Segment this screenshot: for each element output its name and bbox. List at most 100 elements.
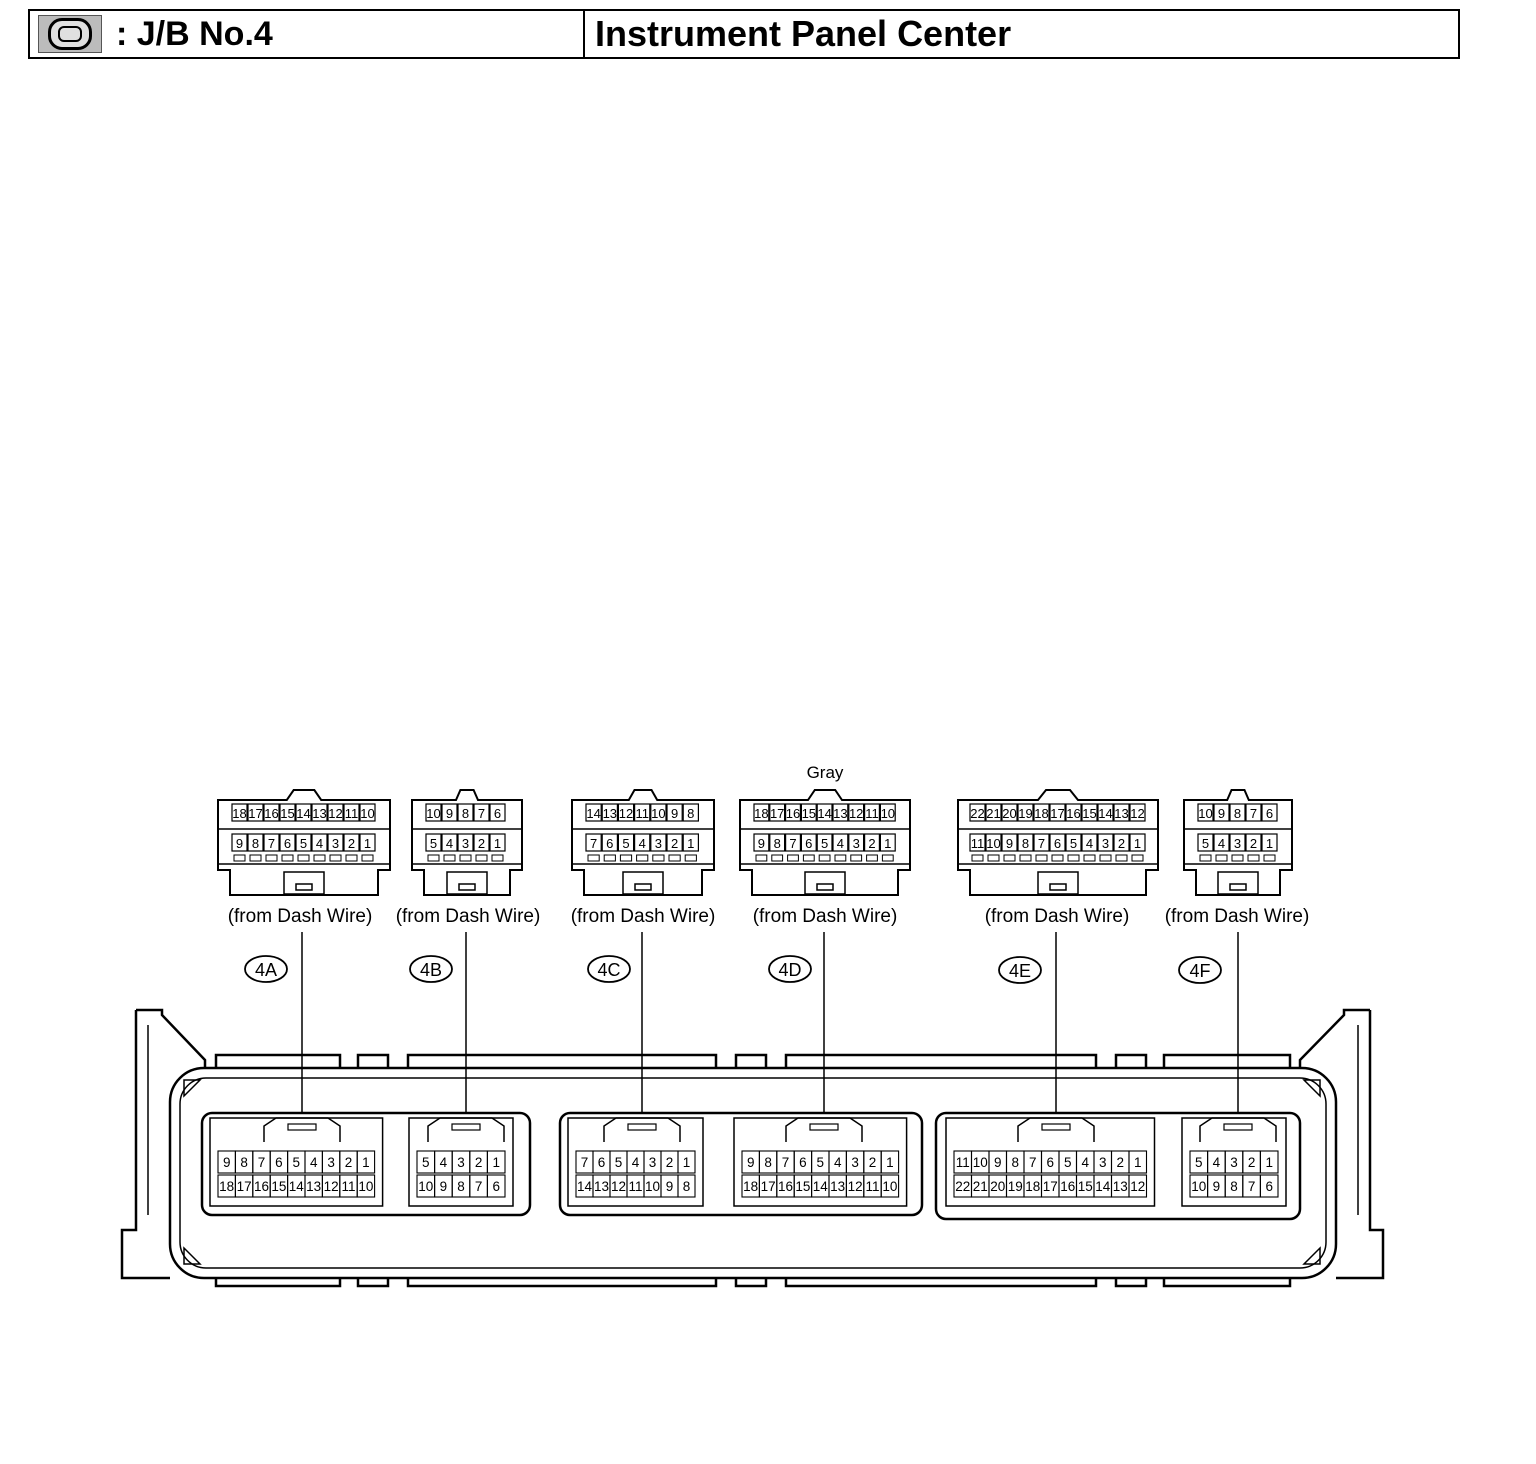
pin-cell <box>832 833 849 852</box>
terminal-slot <box>850 854 863 862</box>
pin-number: 4 <box>639 836 646 851</box>
socket-pin-number: 4 <box>834 1155 842 1170</box>
terminal-slot <box>459 854 472 862</box>
socket-pin-number: 1 <box>1265 1155 1273 1170</box>
pin-number: 6 <box>494 806 501 821</box>
pin-number: 3 <box>462 836 469 851</box>
socket-pin-number: 3 <box>649 1155 657 1170</box>
pin-cell <box>1001 833 1018 852</box>
connector-id-4b: 4B <box>409 955 453 983</box>
wire-connector-housing <box>571 789 715 896</box>
terminal-slot <box>1247 854 1260 862</box>
pin-number: 12 <box>619 806 633 821</box>
pin-number: 1 <box>687 836 694 851</box>
pin-cell <box>1081 803 1098 822</box>
socket-pin-number: 14 <box>577 1179 593 1194</box>
pin-cell <box>585 803 602 822</box>
socket-latch-icon <box>427 1117 505 1142</box>
pin-number: 2 <box>348 836 355 851</box>
pin-number: 18 <box>232 806 246 821</box>
connector-id-text: 4C <box>597 960 620 980</box>
pin-cell <box>1129 803 1146 822</box>
pin-cell <box>1097 833 1114 852</box>
pin-cell <box>489 833 506 852</box>
pin-cell <box>295 833 312 852</box>
pin-cell <box>247 803 264 822</box>
socket-pin-number: 7 <box>782 1155 790 1170</box>
latch-tab <box>1229 883 1247 891</box>
latch-icon <box>1217 871 1259 895</box>
pin-number: 4 <box>1218 836 1225 851</box>
pin-number: 18 <box>754 806 768 821</box>
socket-pin-number: 6 <box>598 1155 606 1170</box>
title-right-cell: Instrument Panel Center <box>585 11 1458 57</box>
socket-pin-cell <box>677 1150 696 1174</box>
socket-pin-number: 18 <box>219 1179 234 1194</box>
socket-pin-number: 2 <box>869 1155 877 1170</box>
pin-number: 15 <box>280 806 294 821</box>
pin-cell <box>832 803 849 822</box>
socket-pin-number: 4 <box>632 1155 640 1170</box>
latch-icon <box>622 871 664 895</box>
socket-pin-number: 1 <box>886 1155 894 1170</box>
socket-pin-number: 9 <box>747 1155 755 1170</box>
terminal-slot <box>619 854 633 862</box>
terminal-slot <box>755 854 768 862</box>
wire-connector-housing <box>739 789 911 896</box>
pin-cell <box>1229 833 1246 852</box>
pin-number: 4 <box>446 836 453 851</box>
pin-number: 6 <box>805 836 812 851</box>
terminal-slot <box>1035 854 1048 862</box>
pin-cell <box>633 833 651 852</box>
pin-cell <box>1065 803 1082 822</box>
pin-cell <box>359 803 376 822</box>
socket-pin-number: 1 <box>683 1155 691 1170</box>
pin-number: 1 <box>494 836 501 851</box>
socket-pin-number: 17 <box>761 1179 776 1194</box>
socket-latch-tab <box>1041 1123 1071 1131</box>
pin-number: 2 <box>1118 836 1125 851</box>
socket-pin-number: 8 <box>1230 1179 1238 1194</box>
socket-pin-number: 5 <box>1195 1155 1203 1170</box>
pin-cell <box>327 803 344 822</box>
wire-connector-housing <box>217 789 391 896</box>
terminal-slot <box>443 854 456 862</box>
pin-cell <box>650 803 667 822</box>
pin-cell <box>1245 803 1262 822</box>
pin-cell <box>441 833 458 852</box>
pin-number: 1 <box>364 836 371 851</box>
terminal-slot <box>971 854 984 862</box>
pin-cell <box>1017 833 1034 852</box>
latch-tab <box>1049 883 1067 891</box>
terminal-slot <box>1263 854 1276 862</box>
pin-number: 9 <box>1006 836 1013 851</box>
socket-pin-cell <box>1259 1150 1279 1174</box>
pin-number: 15 <box>1082 806 1096 821</box>
pin-cell <box>231 833 248 852</box>
connector-source-label: (from Dash Wire) <box>571 906 716 927</box>
socket-pin-number: 11 <box>628 1179 642 1194</box>
pin-cell <box>816 833 833 852</box>
terminal-slot <box>668 854 681 862</box>
latch-icon <box>446 871 488 895</box>
connector-id-circle <box>409 955 453 983</box>
pin-cell <box>1049 803 1066 822</box>
socket-pin-number: 10 <box>418 1179 433 1194</box>
connector-source-label: (from Dash Wire) <box>228 906 373 927</box>
socket-pin-number: 8 <box>457 1179 465 1194</box>
pin-cell <box>879 803 896 822</box>
connector-source-label: (from Dash Wire) <box>985 906 1130 927</box>
pin-cell <box>800 803 817 822</box>
socket-pin-cell <box>677 1174 696 1198</box>
title-bar: : J/B No.4 Instrument Panel Center <box>28 9 1460 59</box>
pin-number: 21 <box>986 806 1000 821</box>
socket-pin-cell <box>880 1174 900 1198</box>
connector-id-circle <box>998 956 1042 984</box>
socket-pin-number: 15 <box>271 1179 286 1194</box>
terminal-slot <box>329 854 342 862</box>
